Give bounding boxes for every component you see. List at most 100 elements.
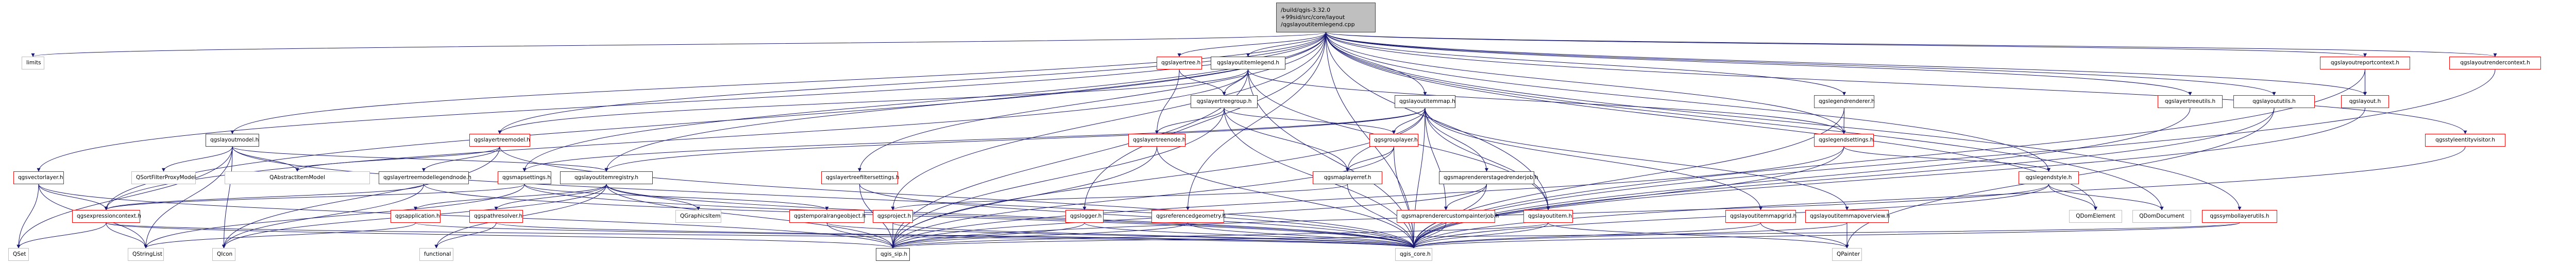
- node-layertreegroup-h[interactable]: qgslayertreegroup.h: [1191, 95, 1258, 108]
- edge-layoutmodel_h-to-qgis_core_h: [232, 146, 1416, 249]
- node-layoutitemmapgrid-h[interactable]: qgslayoutitemmapgrid.h: [1725, 210, 1797, 223]
- edge-root-to-limits: [31, 32, 1326, 57]
- node-project-h[interactable]: qgsproject.h: [873, 210, 913, 223]
- edge-layoutmodel_h-to-qicon: [222, 146, 233, 249]
- edge-expressioncontext_h-to-qgis_sip_h: [106, 222, 895, 249]
- node-vectorlayer-h[interactable]: qgsvectorlayer.h: [13, 171, 64, 184]
- node-root[interactable]: /build/qgis-3.32.0 +99sid/src/core/layou…: [1276, 3, 1376, 32]
- node-functional[interactable]: functional: [419, 248, 453, 261]
- edge-root-to-layout_h: [1326, 32, 2367, 96]
- edge-layoutitemlegend_h-to-legendsettings_h: [1248, 69, 1846, 134]
- node-qgis-sip-h[interactable]: qgis_sip.h: [876, 248, 910, 261]
- edge-layoutitemmap_h-to-mapoverview_h: [1425, 108, 1849, 210]
- edge-legendsettings_h-to-qgis_sip_h: [891, 146, 1844, 249]
- edge-legendsettings_h-to-legendstyle_h: [1843, 146, 2050, 172]
- node-expressioncontext-h[interactable]: qgsexpressioncontext.h: [72, 210, 141, 223]
- node-legendsettings-h[interactable]: qgslegendsettings.h: [1814, 134, 1874, 147]
- edge-grouplayer_h-to-maplayerref_h: [1346, 146, 1394, 172]
- node-layoutitem-h[interactable]: qgslayoutitem.h: [1523, 210, 1573, 223]
- node-legendrenderer-h[interactable]: qgslegendrenderer.h: [1814, 95, 1875, 108]
- node-application-h[interactable]: qgsapplication.h: [391, 210, 440, 223]
- edge-root-to-layertree_h: [1177, 32, 1326, 57]
- node-limits[interactable]: limits: [22, 57, 44, 69]
- node-qabstractitemmodel[interactable]: QAbstractItemModel: [225, 171, 370, 184]
- edge-vectorlayer_h-to-qset: [16, 184, 39, 249]
- edge-layoutmodel_h-to-qstringlist: [144, 146, 233, 249]
- edge-layoututils_h-to-qgis_core_h: [1412, 108, 2275, 249]
- edge-layoutitemlegend_h-to-qgis_core_h: [1248, 69, 1416, 249]
- node-layoutitemmap-h[interactable]: qgslayoutitemmap.h: [1395, 95, 1455, 108]
- edge-mapgrid_h-to-qgis_core_h: [1412, 222, 1761, 249]
- edge-layertree_h-to-layertreenode_h: [1155, 69, 1180, 134]
- node-pathresolver-h[interactable]: qgspathresolver.h: [469, 210, 523, 223]
- edge-root-to-layoutmodel_h: [230, 32, 1326, 134]
- edge-logger_h-to-qgis_sip_h: [891, 222, 1085, 249]
- node-layertree-h[interactable]: qgslayertree.h: [1157, 57, 1202, 69]
- node-symbollayerutils-h[interactable]: qgssymbollayerutils.h: [2202, 210, 2277, 223]
- edge-layertreenode_h-to-qgis_core_h: [1157, 146, 1416, 249]
- edge-root-to-layoutreportcontext_h: [1326, 32, 2367, 57]
- edge-vectorlayer_h-to-expressioncontext_h: [38, 184, 108, 210]
- node-layoutrendercontext-h[interactable]: qgslayoutrendercontext.h: [2449, 57, 2541, 69]
- node-layoutitemlegend-h[interactable]: qgslayoutitemlegend.h: [1211, 57, 1285, 69]
- edge-layertreemodel_h-to-abstractitemmodel: [295, 146, 500, 172]
- edge-layoutitem_h-to-qpainter: [1548, 222, 1849, 249]
- node-referencedgeometry-h[interactable]: qgsreferencedgeometry.h: [1151, 210, 1226, 223]
- edge-grouplayer_h-to-qgis_sip_h: [891, 146, 1394, 249]
- edge-expressioncontext_h-to-qstringlist: [106, 222, 148, 249]
- edge-pathresolver_h-to-functional: [434, 222, 497, 249]
- edge-application_h-to-qstringlist: [144, 222, 416, 249]
- edge-layoutitemregistry_h-to-pathresolver_h: [494, 184, 607, 210]
- node-qstringlist[interactable]: QStringList: [128, 248, 164, 261]
- edge-layoutitemmap_h-to-stagedrenderjob_h: [1425, 108, 1488, 172]
- edge-layertreenode_h-to-qgis_sip_h: [891, 146, 1157, 249]
- node-layoutitemmapoverview-h[interactable]: qgslayoutitemmapoverview.h: [1805, 210, 1890, 223]
- node-legendstyle-h[interactable]: qgslegendstyle.h: [2019, 171, 2079, 184]
- node-grouplayer-h[interactable]: qgsgrouplayer.h: [1369, 134, 1418, 147]
- edge-refgeometry_h-to-qgis_core_h: [1188, 222, 1416, 249]
- node-qgis-core-h[interactable]: qgis_core.h: [1395, 248, 1432, 261]
- edge-layoutitemlegend_h-to-layertreemodel_h: [498, 69, 1248, 134]
- node-maplayerref-h[interactable]: qgsmaplayerref.h: [1313, 171, 1382, 184]
- node-qset[interactable]: QSet: [8, 248, 29, 261]
- node-mapsettings-h[interactable]: qgsmapsettings.h: [498, 171, 551, 184]
- node-qdomelement[interactable]: QDomElement: [2069, 210, 2122, 223]
- node-layoutmodel-h[interactable]: qgslayoutmodel.h: [206, 134, 259, 147]
- edge-layoutitemmap_h-to-mapsettings_h: [522, 108, 1426, 172]
- node-layout-h[interactable]: qgslayout.h: [2341, 95, 2389, 108]
- node-qpainter[interactable]: QPainter: [1832, 248, 1862, 261]
- node-logger-h[interactable]: qgslogger.h: [1065, 210, 1104, 223]
- edge-mapsettings_h-to-expressioncontext_h: [104, 184, 525, 210]
- edge-symbollayerutils_h-to-qgis_core_h: [1412, 222, 2240, 249]
- edge-root-to-legendsettings_h: [1326, 32, 1846, 134]
- edge-styleentityvisitor_h-to-qgis_core_h: [1412, 146, 2466, 249]
- node-maprenderercustompainterjob-h[interactable]: qgsmaprenderercustompainterjob.h: [1397, 210, 1499, 223]
- node-layoutreportcontext-h[interactable]: qgslayoutreportcontext.h: [2320, 57, 2410, 69]
- node-layertreefiltersettings-h[interactable]: qgslayertreefiltersettings.h: [821, 171, 900, 184]
- node-styleentityvisitor-h[interactable]: qgsstyleentityvisitor.h: [2425, 134, 2505, 147]
- node-layoututils-h[interactable]: qgslayoututils.h: [2233, 95, 2315, 108]
- edge-layoutitem_h-to-qgis_core_h: [1412, 222, 1549, 249]
- edge-layoutmodel_h-to-qset: [16, 146, 233, 249]
- node-qgraphicsitem[interactable]: QGraphicsItem: [675, 210, 721, 223]
- edge-layout_h-to-qgis_core_h: [1412, 108, 2365, 249]
- node-layertreeutils-h[interactable]: qgslayertreeutils.h: [2158, 95, 2223, 108]
- edge-custompainterjob_h-to-qgis_core_h: [1412, 222, 1446, 249]
- edge-pathresolver_h-to-qgis_core_h: [496, 222, 1416, 249]
- node-layertreenode-h[interactable]: qgslayertreenode.h: [1128, 134, 1185, 147]
- node-layoutitemregistry-h[interactable]: qgslayoutitemregistry.h: [560, 171, 653, 184]
- node-qdomdocument[interactable]: QDomDocument: [2132, 210, 2191, 223]
- edge-layoutitemmap_h-to-custompainterjob_h: [1425, 108, 1448, 210]
- edge-vectorlayer_h-to-qgis_sip_h: [38, 184, 895, 249]
- edge-layertreegroup_h-to-qgis_sip_h: [891, 108, 1225, 249]
- node-layertreemodellegendnode-h[interactable]: qgslayertreemodellegendnode.h: [379, 171, 471, 184]
- node-maprendererstagedrenderjob-h[interactable]: qgsmaprendererstagedrenderjob.h: [1439, 171, 1538, 184]
- node-qsortfilterproxymodel[interactable]: QSortFilterProxyModel: [131, 171, 196, 184]
- node-qicon[interactable]: QIcon: [212, 248, 235, 261]
- edge-refgeometry_h-to-qgis_sip_h: [891, 222, 1188, 249]
- node-layertreemodel-h[interactable]: qgslayertreemodel.h: [469, 134, 530, 147]
- node-temporalrangeobject-h[interactable]: qgstemporalrangeobject.h: [789, 210, 866, 223]
- edge-layoutitemregistry_h-to-qgraphicsitem: [606, 184, 700, 210]
- edge-legendstyle_h-to-qdomelement: [2048, 184, 2097, 210]
- edge-layoutitem_h-to-qgis_sip_h: [891, 222, 1549, 249]
